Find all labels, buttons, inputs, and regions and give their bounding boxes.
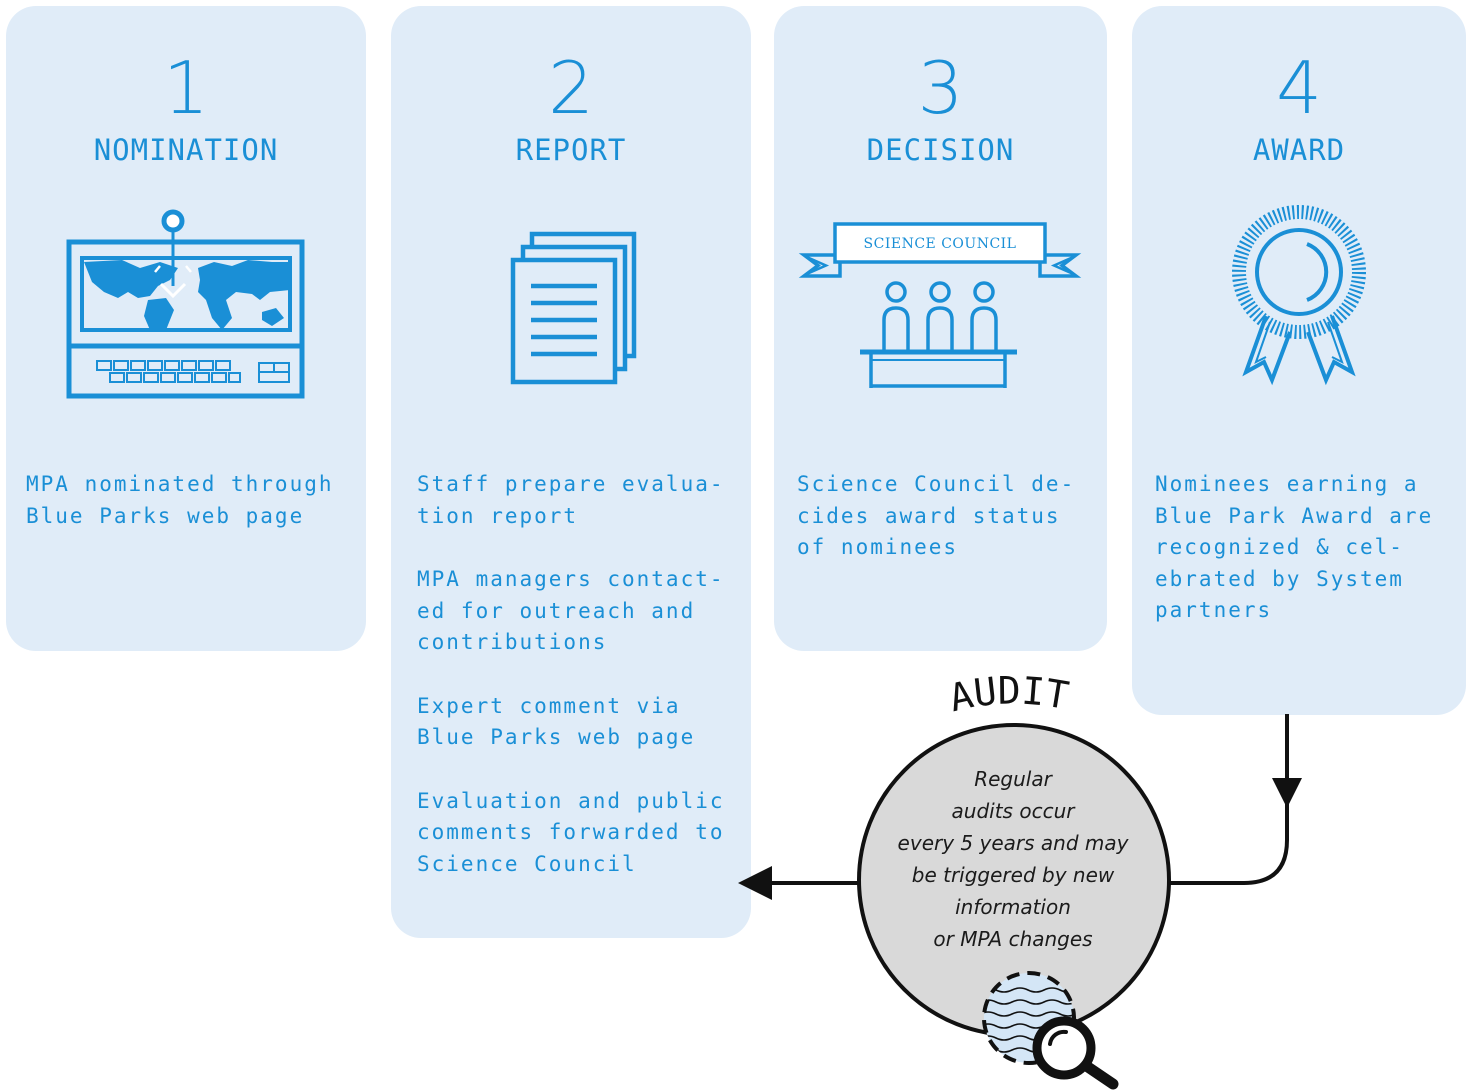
step-card-nomination: 1 NOMINATION MPA nominated through Blue … [6,6,366,651]
science-council-banner: SCIENCE COUNCIL [864,236,1017,252]
step-number: 3 [917,46,964,130]
step-paragraph: Expert comment via Blue Parks web page [417,693,696,750]
audit-label: AUDIT [945,669,1072,721]
award-ribbon-icon [1232,205,1366,386]
step-title: NOMINATION [93,133,279,167]
step-title: REPORT [515,133,627,167]
step-number: 4 [1276,46,1322,130]
audit-description: Regular audits occur every 5 years and m… [897,767,1129,951]
step-title: AWARD [1252,133,1346,167]
step-paragraph: MPA managers contact- ed for outreach an… [417,567,725,654]
step-description: Nominees earning a Blue Park Award are r… [1155,469,1460,659]
step-description: Science Council de- cides award status o… [797,469,1097,596]
step-description: MPA nominated through Blue Parks web pag… [26,469,356,564]
step-paragraph: MPA nominated through Blue Parks web pag… [26,472,334,528]
arrow-left-icon [738,866,772,900]
step-number: 2 [548,46,594,130]
world-map-computer-icon [66,209,305,399]
step-paragraph: Evaluation and public comments forwarded… [417,788,725,876]
step-card-award: 4 AWARD Nominees earning a Blue Park Awa… [1132,6,1466,715]
arrow-down-icon [1272,778,1302,808]
documents-stack-icon [510,231,637,385]
step-paragraph: Nominees earning a Blue Park Award are r… [1155,472,1434,622]
science-council-icon [798,222,1082,388]
step-title: DECISION [866,133,1015,167]
step-card-decision: 3 DECISION Science Council de- cides awa… [774,6,1107,651]
step-number: 1 [163,46,209,130]
step-paragraph: Staff prepare evalua- tion report [417,472,725,528]
magnifier-icon [982,971,1119,1090]
audit-connector [765,714,1289,885]
step-paragraph: Science Council de- cides award status o… [797,472,1076,559]
step-card-report: 2 REPORT Staff prepare evalua- tion repo… [391,6,751,938]
step-description: Staff prepare evalua- tion report MPA ma… [417,469,747,912]
